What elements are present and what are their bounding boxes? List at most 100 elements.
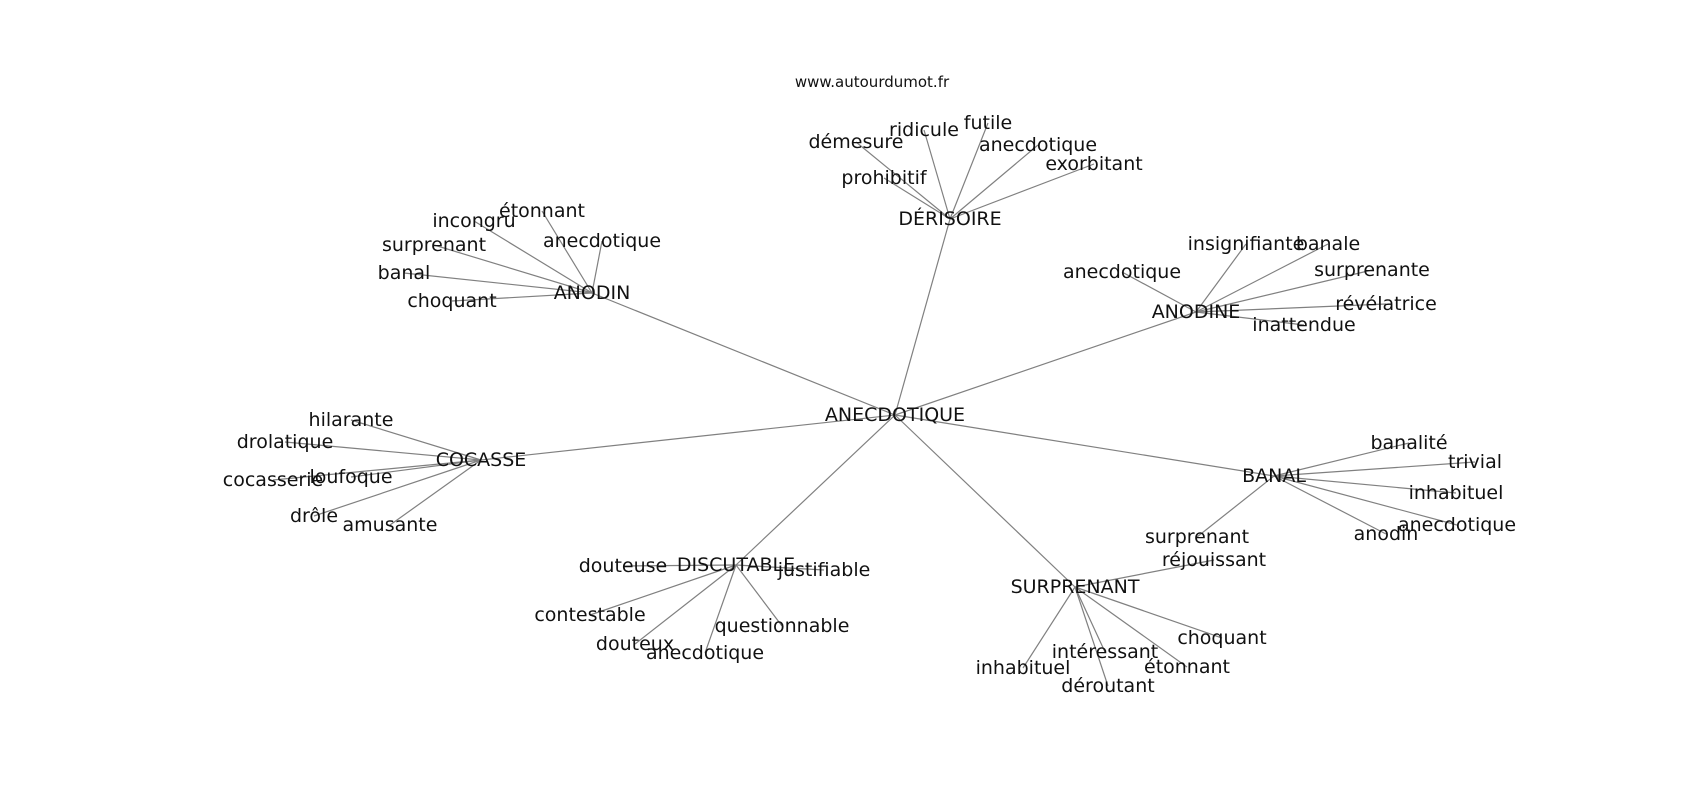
leaf-node: insignifiante [1188, 233, 1305, 255]
leaf-node: surprenant [1145, 526, 1249, 548]
source-caption: www.autourdumot.fr [795, 73, 950, 91]
hub-node-cocasse: COCASSE [436, 449, 527, 471]
edge-center-anodine [894, 311, 1197, 416]
leaf-node: banalité [1370, 432, 1447, 454]
leaf-node: étonnant [499, 200, 585, 222]
leaf-node: exorbitant [1045, 153, 1142, 175]
leaf-node: surprenant [382, 234, 486, 256]
edge-banal-leaf [1273, 442, 1410, 477]
leaf-node: justifiable [777, 559, 871, 581]
leaf-node: inhabituel [1409, 482, 1504, 504]
edge-anodine-leaf [1195, 243, 1329, 313]
leaf-node: cocasserie [223, 469, 323, 491]
leaf-node: étonnant [1144, 656, 1230, 678]
edge-center-cocasse [480, 414, 896, 461]
hub-node-surprenant: SURPRENANT [1011, 576, 1140, 598]
leaf-node: déroutant [1061, 675, 1154, 697]
edge-surprenant-leaf [1074, 559, 1215, 588]
edge-banal-leaf [1273, 475, 1458, 526]
edge-discutable-leaf [735, 564, 825, 571]
leaf-node: anodin [1354, 523, 1419, 545]
leaf-node: trivial [1448, 451, 1502, 473]
edge-derisoire-leaf [883, 177, 951, 220]
edge-surprenant-leaf [1074, 586, 1106, 653]
leaf-node: choquant [1177, 627, 1266, 649]
leaf-node: douteux [596, 633, 674, 655]
edges [272, 122, 1476, 687]
leaf-node: douteuse [579, 555, 668, 577]
edge-derisoire-leaf [949, 122, 989, 220]
hub-node-anodin: ANODIN [554, 282, 631, 304]
leaf-node: démesure [809, 131, 904, 153]
edge-anodine-leaf [1121, 271, 1197, 313]
edge-banal-leaf [1196, 475, 1275, 538]
leaf-node: hilarante [309, 409, 394, 431]
edge-center-anodin [591, 292, 896, 416]
leaf-node: révélatrice [1335, 293, 1437, 315]
edge-derisoire-leaf [949, 163, 1095, 220]
edge-cocasse-leaf [313, 459, 482, 517]
edge-anodin-leaf [591, 240, 603, 294]
edge-derisoire-leaf [855, 141, 951, 220]
edge-surprenant-leaf [1074, 586, 1223, 639]
leaf-node: amusante [343, 514, 438, 536]
edge-anodin-leaf [473, 220, 593, 294]
leaf-node: anecdotique [1063, 261, 1181, 283]
edge-anodine-leaf [1195, 243, 1247, 313]
edge-surprenant-leaf [1022, 586, 1076, 669]
edge-cocasse-leaf [350, 419, 482, 461]
edge-surprenant-leaf [1074, 586, 1188, 668]
leaf-node: choquant [407, 290, 496, 312]
leaf-node: surprenante [1314, 259, 1430, 281]
edge-banal-leaf [1273, 475, 1457, 494]
hub-node-discutable: DISCUTABLE [677, 554, 795, 576]
edge-center-surprenant [894, 414, 1076, 588]
leaf-node: réjouissant [1162, 549, 1266, 571]
edge-center-derisoire [894, 218, 951, 416]
edge-anodin-leaf [541, 210, 593, 294]
edge-discutable-leaf [622, 564, 737, 567]
edge-cocasse-leaf [389, 459, 482, 526]
leaf-node: drolatique [237, 431, 334, 453]
edge-anodin-leaf [433, 244, 593, 294]
leaf-node: anecdotique [543, 230, 661, 252]
edge-discutable-leaf [735, 564, 783, 627]
leaf-node: incongru [432, 210, 515, 232]
leaf-node: drôle [290, 505, 338, 527]
leaf-node: intéressant [1052, 641, 1158, 663]
edge-cocasse-leaf [272, 459, 482, 481]
edge-cocasse-leaf [284, 441, 482, 461]
leaf-node: anecdotique [1398, 514, 1516, 536]
leaf-node: banal [378, 262, 431, 284]
leaf-node: futile [964, 112, 1012, 134]
leaf-node: inattendue [1252, 314, 1355, 336]
leaf-node: banale [1296, 233, 1360, 255]
edge-banal-leaf [1273, 475, 1387, 535]
leaf-node: ridicule [889, 119, 959, 141]
edge-discutable-leaf [634, 564, 737, 645]
edge-discutable-leaf [704, 564, 737, 654]
edge-discutable-leaf [589, 564, 737, 616]
hub-node-banal: BANAL [1242, 465, 1306, 487]
edge-center-discutable [735, 414, 896, 566]
labels: ANECDOTIQUEANODINétonnantincongrusurpren… [223, 112, 1516, 697]
edge-surprenant-leaf [1074, 586, 1109, 687]
leaf-node: inhabituel [976, 657, 1071, 679]
edge-banal-leaf [1273, 461, 1476, 477]
edge-anodine-leaf [1195, 303, 1387, 313]
edge-derisoire-leaf [923, 129, 951, 220]
edge-center-banal [894, 414, 1275, 477]
leaf-node: questionnable [715, 615, 850, 637]
leaf-node: contestable [534, 604, 645, 626]
hub-node-derisoire: DÉRISOIRE [898, 207, 1001, 230]
leaf-node: anecdotique [646, 642, 764, 664]
edge-anodin-leaf [403, 272, 593, 294]
center-node: ANECDOTIQUE [825, 404, 965, 426]
leaf-node: loufoque [309, 466, 392, 488]
edge-derisoire-leaf [949, 144, 1039, 220]
edge-cocasse-leaf [350, 459, 482, 478]
hub-node-anodine: ANODINE [1152, 301, 1241, 323]
edge-anodine-leaf [1195, 269, 1373, 313]
edge-anodin-leaf [451, 292, 593, 302]
